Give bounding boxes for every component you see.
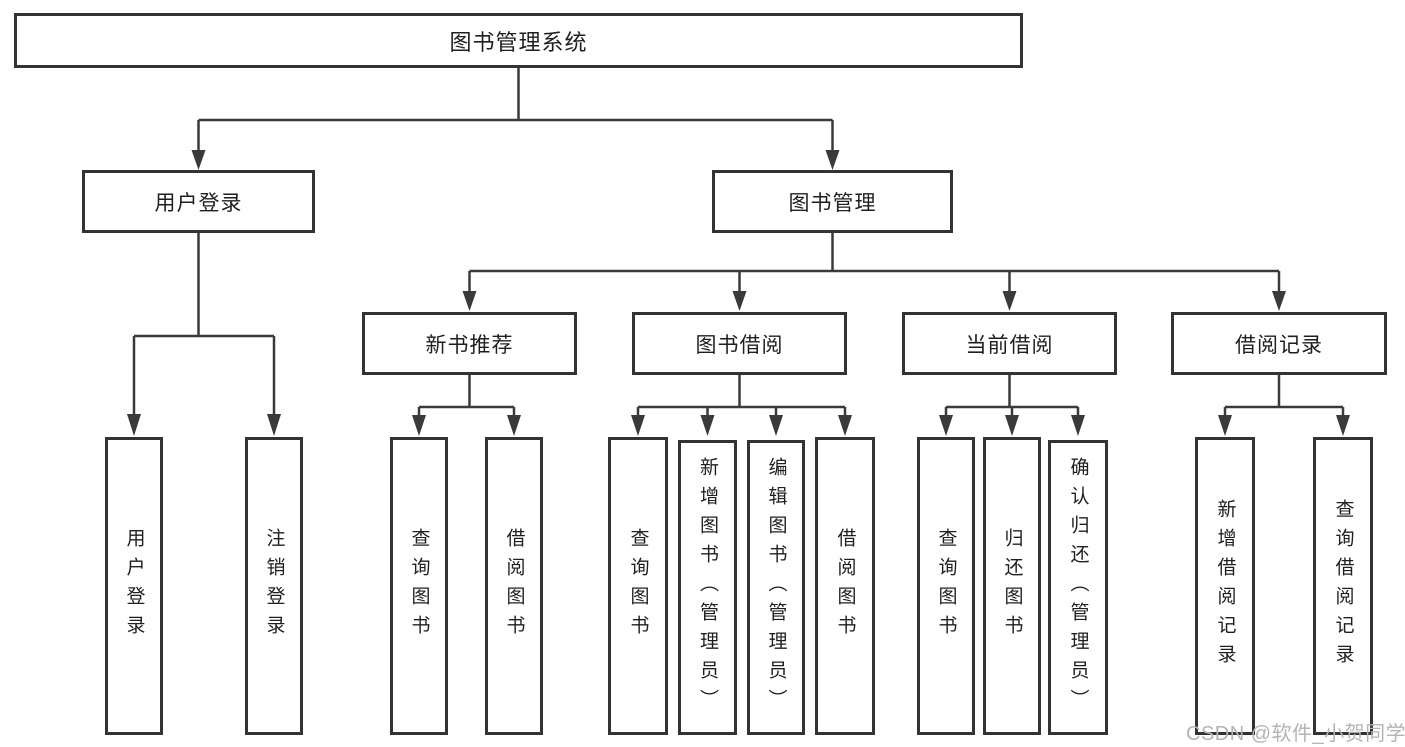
edge-current-borrow-to-leaves: [939, 375, 1085, 436]
node-root-label: 图书管理系统: [449, 29, 588, 55]
edge-new-book-recommend-to-leaves: [412, 375, 521, 436]
node-user-login: 用户登录: [82, 170, 315, 233]
leaf-logout-label: 注销登录: [263, 528, 285, 644]
node-new-book-recommend-label: 新书推荐: [425, 333, 514, 357]
leaf-borrow-query-book: 查询图书: [608, 437, 668, 735]
leaf-logout: 注销登录: [245, 437, 303, 735]
leaf-borrow-borrow-book: 借阅图书: [815, 437, 875, 735]
leaf-recommend-borrow-book: 借阅图书: [485, 437, 543, 735]
node-current-borrow: 当前借阅: [902, 312, 1117, 375]
node-book-borrow-label: 图书借阅: [695, 333, 784, 357]
edge-borrow-record-to-leaves: [1218, 375, 1350, 436]
leaf-current-query-book: 查询图书: [917, 437, 975, 735]
leaf-query-borrow-record-label: 查询借阅记录: [1332, 499, 1354, 673]
leaf-add-borrow-record-label: 新增借阅记录: [1214, 499, 1236, 673]
node-root: 图书管理系统: [14, 13, 1023, 68]
node-book-borrow: 图书借阅: [632, 312, 847, 375]
node-book-management-label: 图书管理: [788, 191, 877, 215]
leaf-add-book-admin: 新增图书（管理员）: [678, 440, 737, 735]
node-user-login-label: 用户登录: [154, 191, 243, 215]
leaf-user-login-label: 用户登录: [123, 528, 145, 644]
leaf-recommend-query-book-label: 查询图书: [408, 528, 430, 644]
csdn-watermark: CSDN @软件_小贺同学: [1186, 723, 1405, 745]
node-current-borrow-label: 当前借阅: [965, 333, 1054, 357]
leaf-recommend-borrow-book-label: 借阅图书: [503, 528, 525, 644]
leaf-recommend-query-book: 查询图书: [390, 437, 448, 735]
leaf-add-borrow-record: 新增借阅记录: [1195, 437, 1255, 735]
leaf-confirm-return-admin-label: 确认归还（管理员）: [1067, 457, 1089, 718]
leaf-borrow-borrow-book-label: 借阅图书: [834, 528, 856, 644]
edge-user-login-to-leaves: [127, 233, 281, 436]
leaf-edit-book-admin: 编辑图书（管理员）: [747, 440, 805, 735]
leaf-add-book-admin-label: 新增图书（管理员）: [697, 457, 718, 718]
node-new-book-recommend: 新书推荐: [362, 312, 577, 375]
leaf-query-borrow-record: 查询借阅记录: [1313, 437, 1373, 735]
leaf-borrow-query-book-label: 查询图书: [627, 528, 649, 644]
edge-book-management-to-level3: [462, 233, 1286, 311]
leaf-return-book: 归还图书: [983, 437, 1041, 735]
node-borrow-record: 借阅记录: [1171, 312, 1387, 375]
leaf-edit-book-admin-label: 编辑图书（管理员）: [765, 457, 787, 718]
node-book-management: 图书管理: [712, 170, 953, 233]
leaf-confirm-return-admin: 确认归还（管理员）: [1048, 440, 1108, 735]
leaf-return-book-label: 归还图书: [1001, 528, 1023, 644]
edge-book-borrow-to-leaves: [631, 375, 852, 436]
leaf-user-login: 用户登录: [105, 437, 163, 735]
leaf-current-query-book-label: 查询图书: [935, 528, 957, 644]
node-borrow-record-label: 借阅记录: [1235, 333, 1323, 357]
edge-root-to-level2: [191, 68, 840, 170]
